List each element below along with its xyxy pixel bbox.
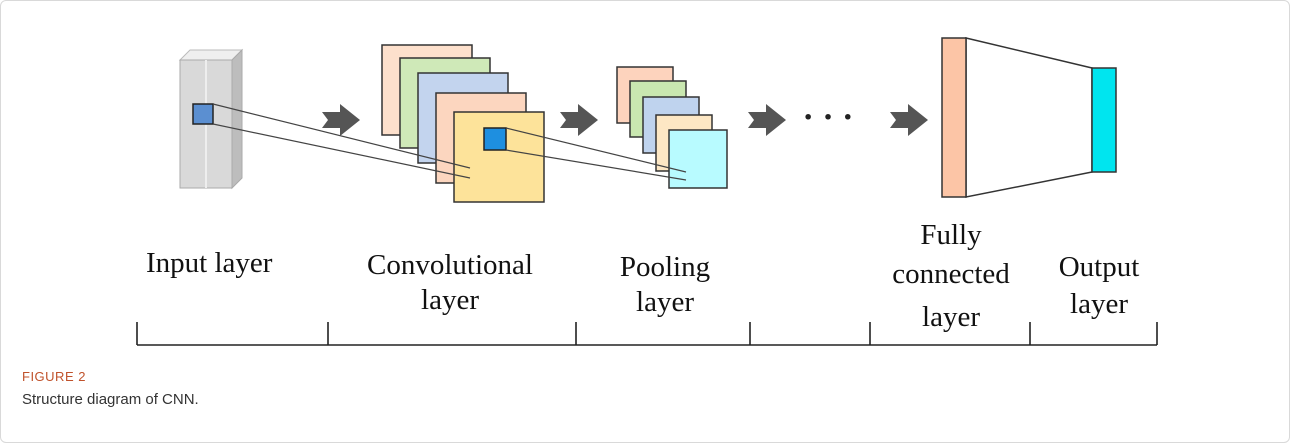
arrow-icon — [748, 104, 786, 136]
conv-to-pool-connections — [505, 127, 687, 181]
conv-kernel-icon — [483, 127, 507, 151]
input-kernel-icon — [192, 103, 214, 125]
arrow-icon — [322, 104, 360, 136]
fully-connected-layer — [941, 37, 1093, 198]
stage-bracket — [136, 322, 1158, 346]
output-layer-block — [1091, 67, 1117, 173]
pool-layer-label-line1: Pooling — [619, 251, 711, 283]
fc-layer-label-line3: layer — [922, 301, 980, 333]
conv-layer-label-line1: Convolutional — [367, 249, 533, 281]
fc-layer-label-line2: connected — [892, 258, 1010, 290]
output-layer-label-line1: Output — [1058, 251, 1140, 283]
convolutional-feature-maps — [381, 44, 545, 203]
arrow-icon — [560, 104, 598, 136]
fc-layer-label-line1: Fully — [920, 219, 982, 251]
pooling-feature-maps — [616, 66, 728, 189]
input-layer-block — [178, 48, 244, 190]
pool-layer-label-line2: layer — [636, 286, 694, 318]
figure-label: FIGURE 2 — [22, 369, 86, 384]
input-layer-label: Input layer — [146, 247, 273, 279]
input-to-conv-connections — [212, 103, 471, 179]
output-layer-label-line2: layer — [1070, 288, 1128, 320]
conv-layer-label-line2: layer — [421, 284, 479, 316]
figure-caption: Structure diagram of CNN. — [22, 391, 199, 408]
ellipsis: · · · — [802, 99, 853, 136]
arrow-icon — [890, 104, 928, 136]
